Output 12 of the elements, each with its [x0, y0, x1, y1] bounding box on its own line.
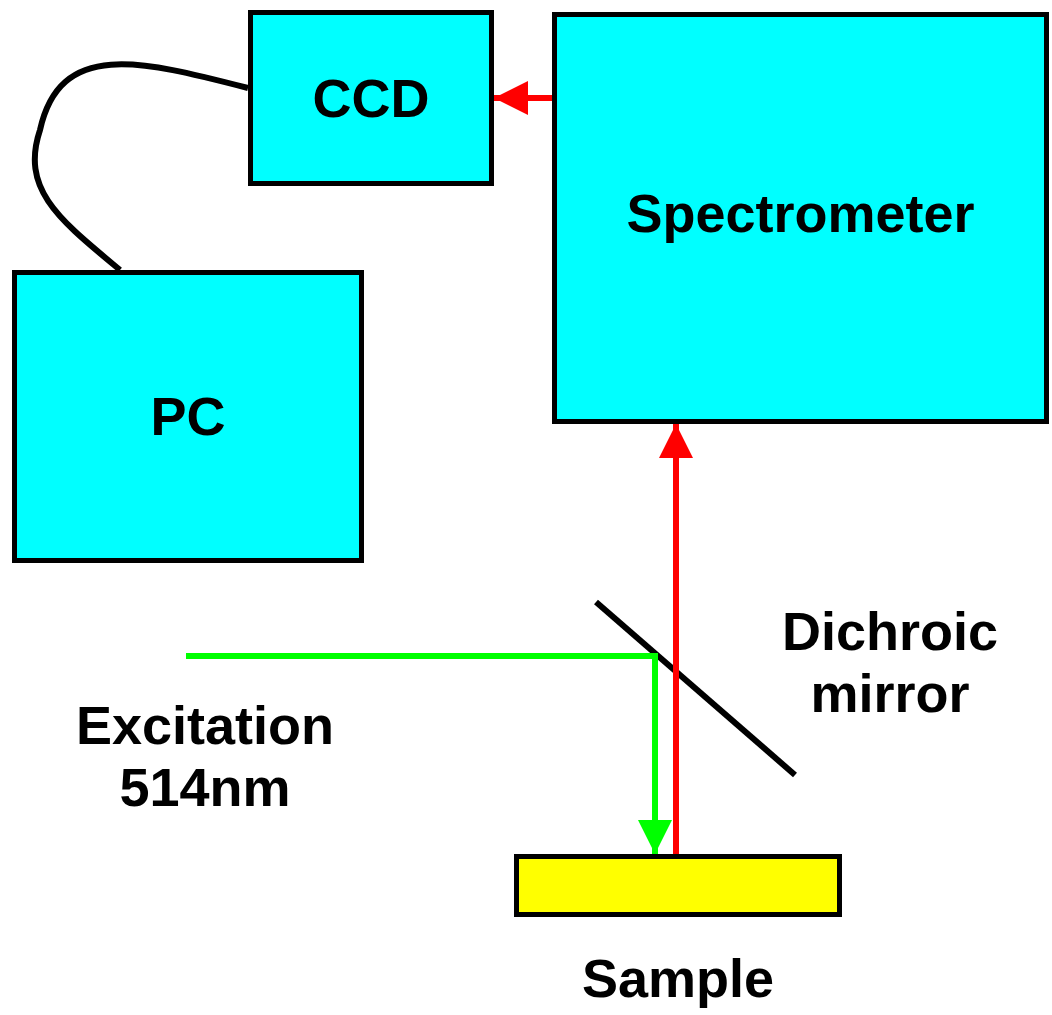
light-beam-arrow	[659, 424, 693, 854]
mirror-label: Dichroic mirror	[780, 600, 1000, 725]
box-label: CCD	[312, 66, 430, 130]
spectrometer-box	[552, 12, 1049, 424]
box-label: PC	[150, 385, 226, 448]
box-label: Spectrometer	[626, 182, 975, 245]
pc-box	[12, 270, 364, 563]
sample-label: Sample	[580, 947, 776, 1010]
excitation-text: Excitation 514nm	[74, 694, 336, 819]
light-beam-arrow	[186, 653, 672, 854]
light-beam-arrow	[494, 81, 552, 115]
ccd-box	[248, 10, 494, 186]
